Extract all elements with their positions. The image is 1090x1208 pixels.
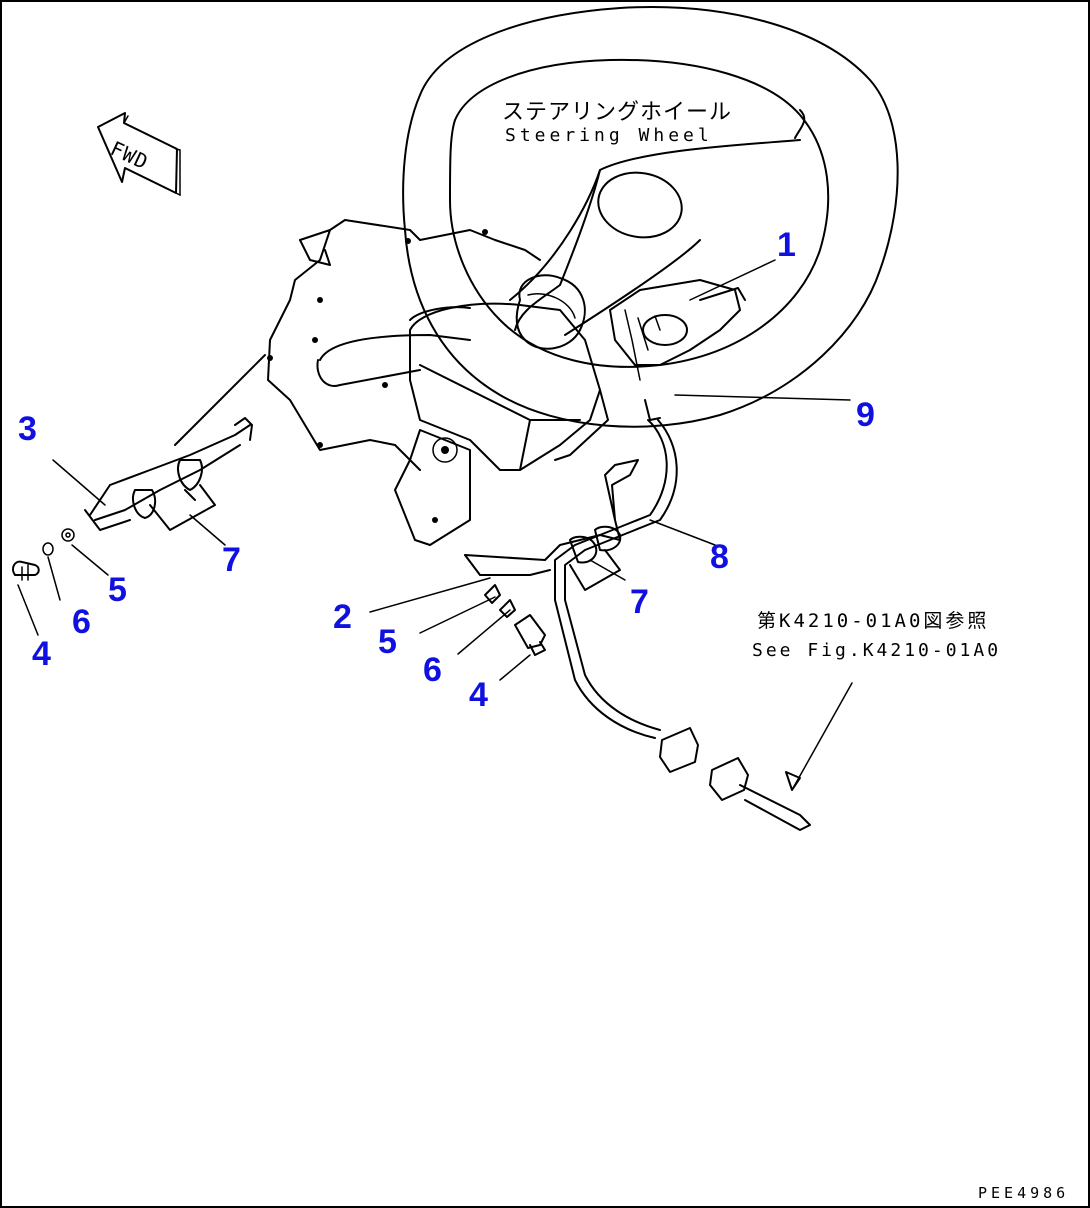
steering-wheel — [402, 6, 899, 428]
callout-7-left: 7 — [222, 541, 241, 579]
title-en: Steering Wheel — [505, 125, 713, 146]
column-bracket — [267, 219, 609, 546]
callout-6-right: 6 — [423, 651, 442, 689]
callout-1: 1 — [777, 226, 796, 264]
callout-5-right: 5 — [378, 623, 397, 661]
callout-7-right: 7 — [630, 583, 649, 621]
title-jp: ステアリングホイール — [502, 100, 733, 125]
left-fasteners — [12, 528, 75, 636]
callout-2: 2 — [333, 598, 352, 636]
forward-arrow-icon — [97, 112, 181, 197]
drawing-code: PEE4986 — [978, 1184, 1070, 1202]
callout-8: 8 — [710, 538, 729, 576]
callout-9: 9 — [856, 396, 875, 434]
right-harness — [464, 399, 811, 831]
left-harness — [52, 354, 266, 576]
reference-jp: 第K4210-01A0図参照 — [757, 610, 990, 632]
callout-4-left: 4 — [32, 635, 51, 673]
right-fasteners — [369, 259, 853, 791]
callout-3: 3 — [18, 410, 37, 448]
callout-4-right: 4 — [469, 676, 488, 714]
reference-en: See Fig.K4210-01A0 — [752, 640, 1002, 661]
callout-5-left: 5 — [108, 571, 127, 609]
callout-6-left: 6 — [72, 603, 91, 641]
